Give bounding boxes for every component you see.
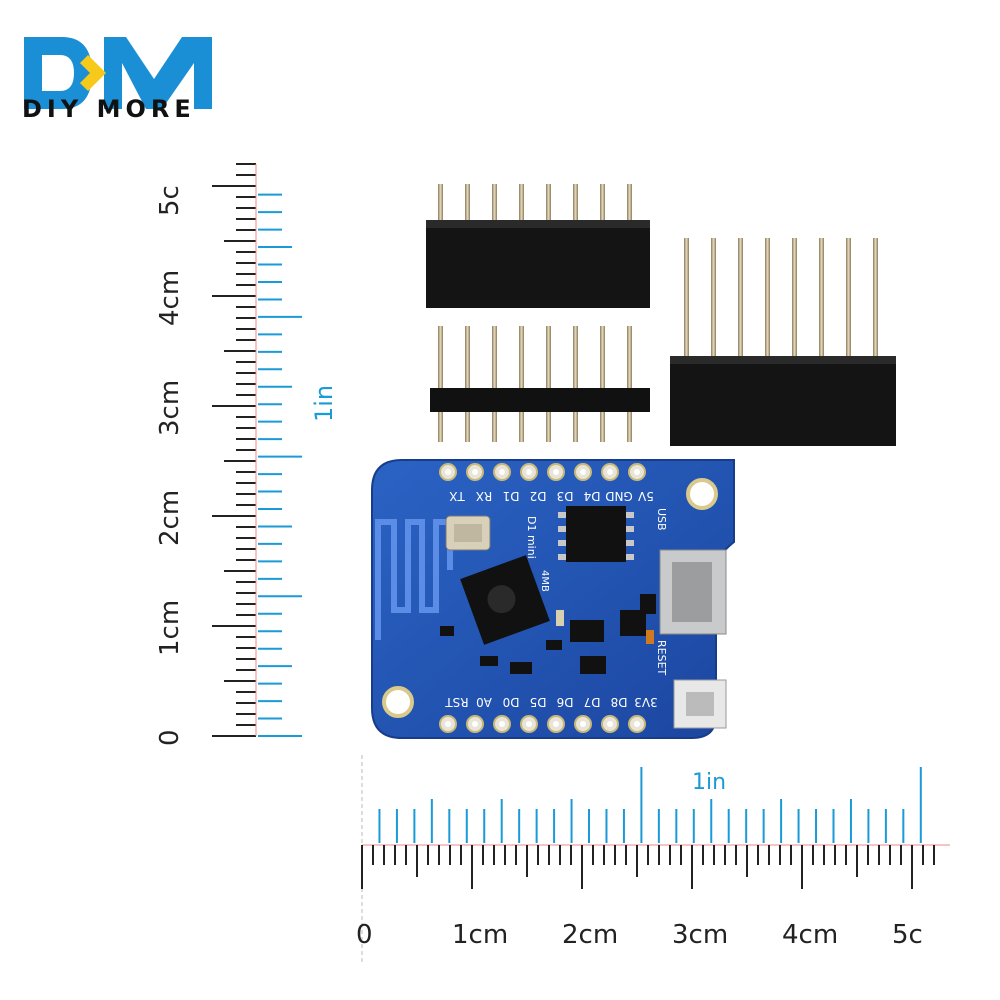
pcb-board: 5V GND D4 D3 D2 D1 RX TX 3V3 D8 D7 D6 D5 D0 A0 RST USB… [371,459,735,739]
inch-label: 1in [310,385,338,422]
pin-label: D3 [557,489,574,503]
vertical-ruler: 0 1cm 2cm 3cm 4cm 5c 1in [155,163,338,746]
pin-label: 3V3 [634,695,657,709]
pin-label: D6 [557,695,574,709]
pin-label: D8 [611,695,628,709]
male-header [430,326,650,442]
cm-label: 4cm [155,270,185,326]
header-pin [438,184,443,224]
pin-label: D1 [503,489,520,503]
header-pin [465,326,470,442]
cm-ticks [361,844,950,889]
header-pin [684,238,689,358]
pin-label: D4 [584,489,601,503]
cm-label: 4cm [782,920,838,950]
mounting-hole [686,478,718,510]
stacking-header [670,238,896,446]
header-pin [627,326,632,442]
inch-ticks [378,767,922,843]
header-pin [765,238,770,358]
header-pin [573,184,578,224]
pin-label: RX [476,489,493,503]
header-pin [738,238,743,358]
cm-label: 2cm [562,920,618,950]
cm-label: 0 [356,920,373,950]
header-pin [492,326,497,442]
mounting-hole [382,686,414,718]
cm-label: 3cm [672,920,728,950]
flash-chip [566,506,626,562]
cm-label: 5c [155,185,185,216]
header-pin [546,326,551,442]
pin-label: 5V [637,489,654,503]
usb-label: USB [655,508,668,531]
pin-label: A0 [476,695,492,709]
cm-label: 1cm [452,920,508,950]
header-pin [546,184,551,224]
header-pin [627,184,632,224]
brand-name: DIY MORE [22,95,196,123]
header-pin [519,184,524,224]
header-pin [873,238,878,358]
cm-label: 2cm [155,490,185,546]
header-pin [600,184,605,224]
pin-label: D7 [584,695,601,709]
header-pin [492,184,497,224]
header-pin [792,238,797,358]
pin-label: D5 [530,695,547,709]
header-pin [711,238,716,358]
horizontal-ruler: 0 1cm 2cm 3cm 4cm 5c 1in [356,755,950,965]
pin-label: GND [605,489,633,503]
header-pin [465,184,470,224]
cm-ticks [212,163,257,737]
header-pin [573,326,578,442]
flash-size-label: 4MB [539,570,550,592]
header-pin [519,326,524,442]
pin-label: RST [445,695,469,709]
cm-label: 3cm [155,380,185,436]
header-pin [819,238,824,358]
pin-label: D0 [503,695,520,709]
female-header [426,184,650,308]
board-photo: 5V GND D4 D3 D2 D1 RX TX 3V3 D8 D7 D6 D5 D0 A0 RST USB… [371,184,896,739]
header-pin [846,238,851,358]
reset-label: RESET [655,640,668,676]
inch-ticks [258,193,302,737]
header-pin [600,326,605,442]
diymore-logo-icon [24,37,212,109]
board-model-label: D1 mini [525,516,538,559]
inch-label: 1in [692,770,726,795]
cm-label: 1cm [155,600,185,656]
esp8266-chip [460,555,550,645]
header-pin [438,326,443,442]
cm-label: 0 [155,729,185,746]
cm-label: 5c [892,920,923,950]
pin-label: D2 [530,489,547,503]
pin-label: TX [449,489,466,503]
